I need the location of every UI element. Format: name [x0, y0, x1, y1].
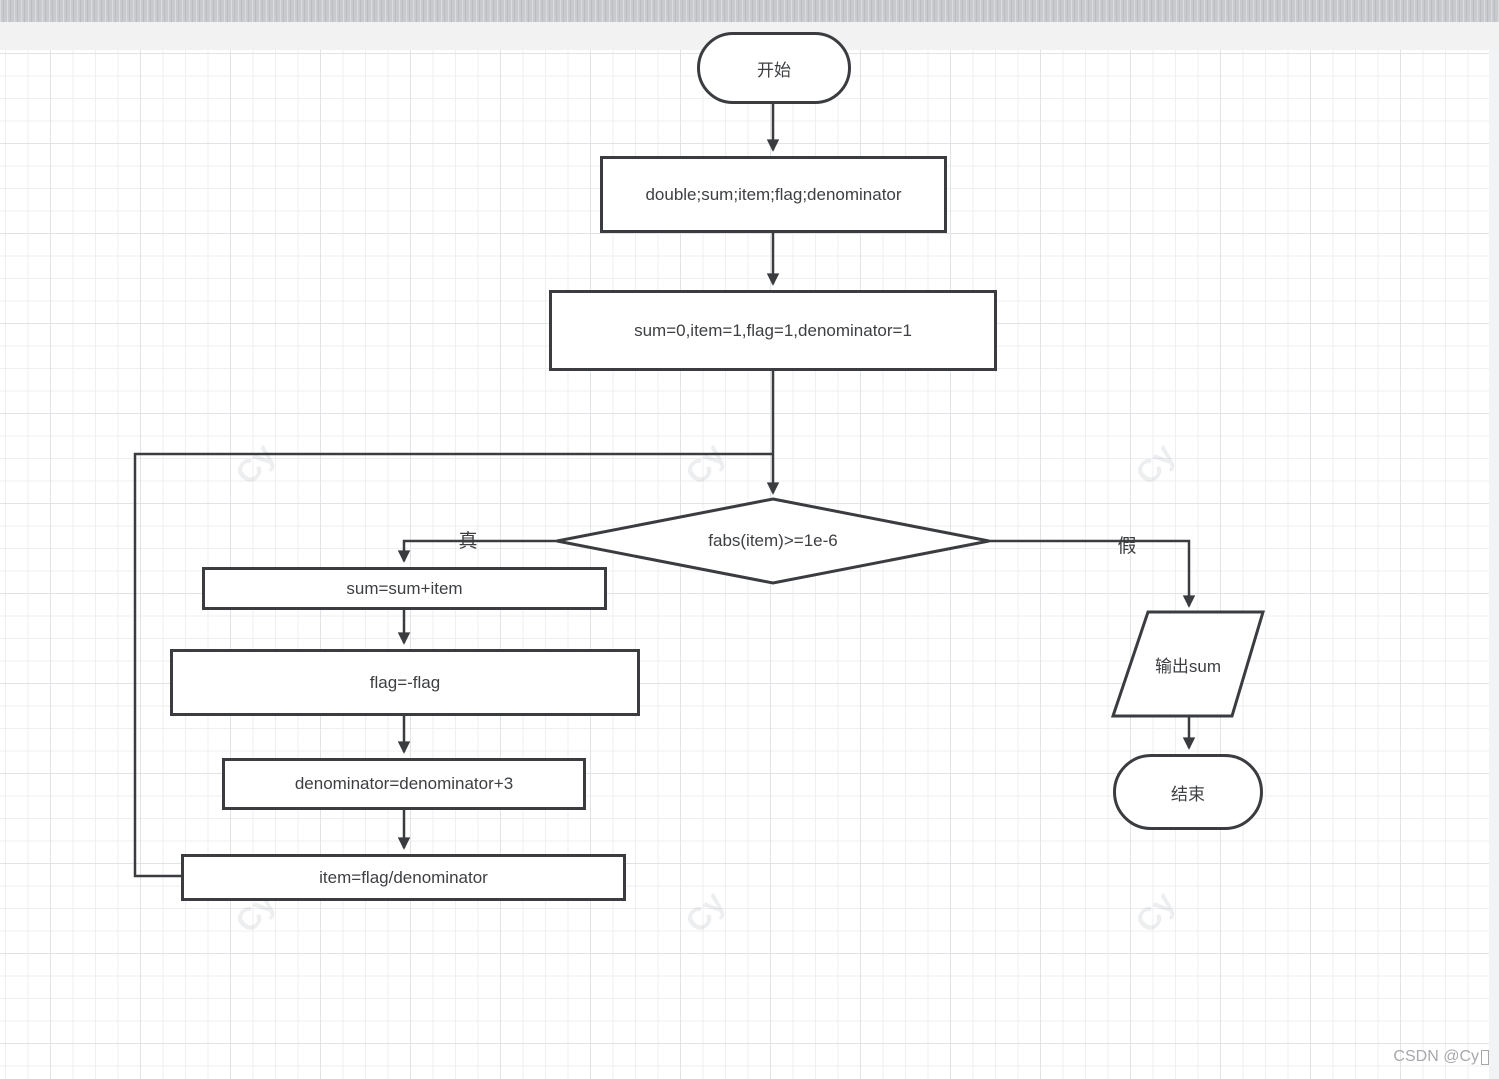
sum-node: sum=sum+item	[202, 567, 607, 610]
item-label: item=flag/denominator	[319, 867, 488, 887]
init-label: sum=0,item=1,flag=1,denominator=1	[634, 320, 912, 340]
window-titlebar	[0, 0, 1499, 22]
csdn-watermark: CSDN @Cy	[1393, 1047, 1489, 1067]
decision-label: fabs(item)>=1e-6	[708, 531, 838, 550]
branch-true-label: 真	[458, 531, 478, 552]
denominator-node: denominator=denominator+3	[222, 758, 586, 810]
clipped-glyph	[1481, 1049, 1489, 1065]
edge-loopback	[133, 452, 772, 878]
init-node: sum=0,item=1,flag=1,denominator=1	[549, 290, 997, 371]
output-label: 输出sum	[1154, 656, 1222, 676]
sum-label: sum=sum+item	[346, 578, 463, 598]
start-label: 开始	[757, 60, 791, 80]
flag-label: flag=-flag	[369, 672, 441, 692]
edge-condition-true	[397, 539, 557, 563]
csdn-watermark-text: CSDN @Cy	[1393, 1048, 1479, 1065]
branch-false-label: 假	[1117, 536, 1137, 557]
decision-diamond	[556, 497, 990, 585]
declare-label: double;sum;item;flag;denominator	[645, 185, 902, 204]
edge-condition-false	[989, 539, 1196, 608]
denominator-label: denominator=denominator+3	[294, 774, 514, 793]
end-label: 结束	[1171, 784, 1205, 804]
start-node: 开始	[697, 32, 851, 104]
item-node: item=flag/denominator	[181, 854, 626, 901]
flag-node: flag=-flag	[170, 649, 640, 716]
output-parallelogram	[1110, 610, 1266, 718]
diagram-grid-canvas	[0, 50, 1499, 1079]
end-node: 结束	[1113, 754, 1263, 830]
declare-node: double;sum;item;flag;denominator	[600, 156, 947, 233]
scrollbar-track	[1489, 50, 1499, 1079]
